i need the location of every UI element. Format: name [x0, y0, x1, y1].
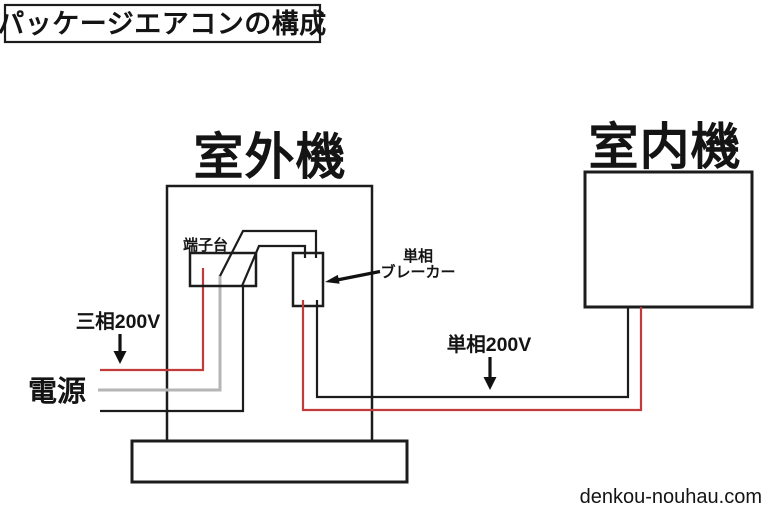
single-phase-arrow-head — [483, 377, 497, 390]
breaker-box — [291, 251, 325, 308]
site-watermark: denkou-nouhau.com — [580, 486, 762, 508]
outdoor-unit-base — [130, 439, 409, 484]
indoor-feed-wire-red — [301, 300, 643, 412]
power-wire-black — [100, 286, 245, 413]
outdoor-unit-box — [165, 184, 374, 443]
power-wire-gray — [98, 275, 222, 392]
terminal-to-breaker-wire-outer — [219, 229, 318, 277]
power-wire-red — [100, 268, 205, 372]
power-source-label: 電源 — [28, 375, 86, 408]
breaker-pointer-arrow-head — [325, 274, 340, 284]
indoor-unit-box — [583, 170, 754, 309]
breaker-pointer-arrow-shaft — [336, 269, 381, 282]
indoor-unit-heading: 室内機 — [589, 119, 742, 175]
breaker-label-line2: ブレーカー — [380, 263, 455, 281]
three-phase-label: 三相200V — [76, 310, 161, 333]
indoor-feed-wire-black — [315, 300, 630, 399]
terminal-block-label: 端子台 — [183, 236, 228, 254]
three-phase-arrow-head — [113, 351, 127, 364]
page-title: パッケージエアコンの構成 — [0, 9, 327, 39]
terminal-block-box — [188, 251, 258, 288]
outdoor-unit-heading: 室外機 — [194, 129, 347, 185]
breaker-label-line1: 単相 — [403, 247, 433, 265]
single-phase-label: 単相200V — [447, 333, 532, 356]
title-box — [3, 3, 322, 44]
